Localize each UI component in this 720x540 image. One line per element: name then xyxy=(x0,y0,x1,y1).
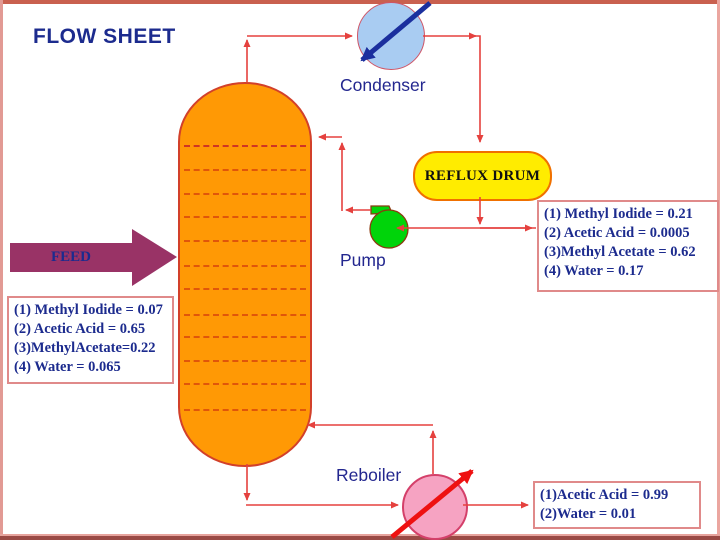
tray-line xyxy=(184,288,306,290)
slide-border-bottom-bar xyxy=(0,536,720,540)
tray-line xyxy=(184,265,306,267)
tray-line xyxy=(184,169,306,171)
distillate-composition-box: (1) Methyl Iodide = 0.21 (2) Acetic Acid… xyxy=(537,200,719,292)
tray-line xyxy=(184,409,306,411)
composition-line: (2) Acetic Acid = 0.0005 xyxy=(544,225,690,241)
line-to-reflux-drum xyxy=(474,35,484,143)
condenser-shape xyxy=(357,2,425,70)
page-title: FLOW SHEET xyxy=(33,25,176,48)
bottoms-composition-box: (1)Acetic Acid = 0.99 (2)Water = 0.01 xyxy=(533,481,701,529)
slide-border-left xyxy=(0,0,3,540)
pump-label: Pump xyxy=(340,250,386,270)
feed-composition-box: (1) Methyl Iodide = 0.07 (2) Acetic Acid… xyxy=(7,296,174,384)
composition-line: (4) Water = 0.065 xyxy=(14,359,121,375)
composition-line: (3)MethylAcetate=0.22 xyxy=(14,340,156,356)
tray-line xyxy=(184,216,306,218)
pump-shape xyxy=(369,205,409,249)
tray-line xyxy=(184,314,306,316)
composition-line: (4) Water = 0.17 xyxy=(544,263,644,279)
composition-line: (3)Methyl Acetate = 0.62 xyxy=(544,244,696,260)
tray-line xyxy=(184,240,306,242)
composition-line: (2)Water = 0.01 xyxy=(540,506,637,522)
slide-border-bottom-line xyxy=(0,534,720,536)
reflux-drum-label: REFLUX DRUM xyxy=(424,167,541,184)
composition-line: (1) Methyl Iodide = 0.07 xyxy=(14,302,163,318)
tray-line xyxy=(184,383,306,385)
feed-label: FEED xyxy=(50,249,91,265)
condenser-label: Condenser xyxy=(340,75,426,95)
distillation-column xyxy=(178,82,312,467)
tray-line xyxy=(184,336,306,338)
tray-line xyxy=(184,360,306,362)
reboiler-label: Reboiler xyxy=(336,465,402,485)
composition-line: (1) Methyl Iodide = 0.21 xyxy=(544,206,693,222)
composition-line: (2) Acetic Acid = 0.65 xyxy=(14,321,146,337)
tray-line xyxy=(184,145,306,147)
composition-line: (1)Acetic Acid = 0.99 xyxy=(540,487,669,503)
reboiler-shape xyxy=(402,474,468,540)
tray-line xyxy=(184,193,306,195)
reflux-drum: REFLUX DRUM xyxy=(413,151,552,201)
slide-border-top xyxy=(0,0,720,4)
